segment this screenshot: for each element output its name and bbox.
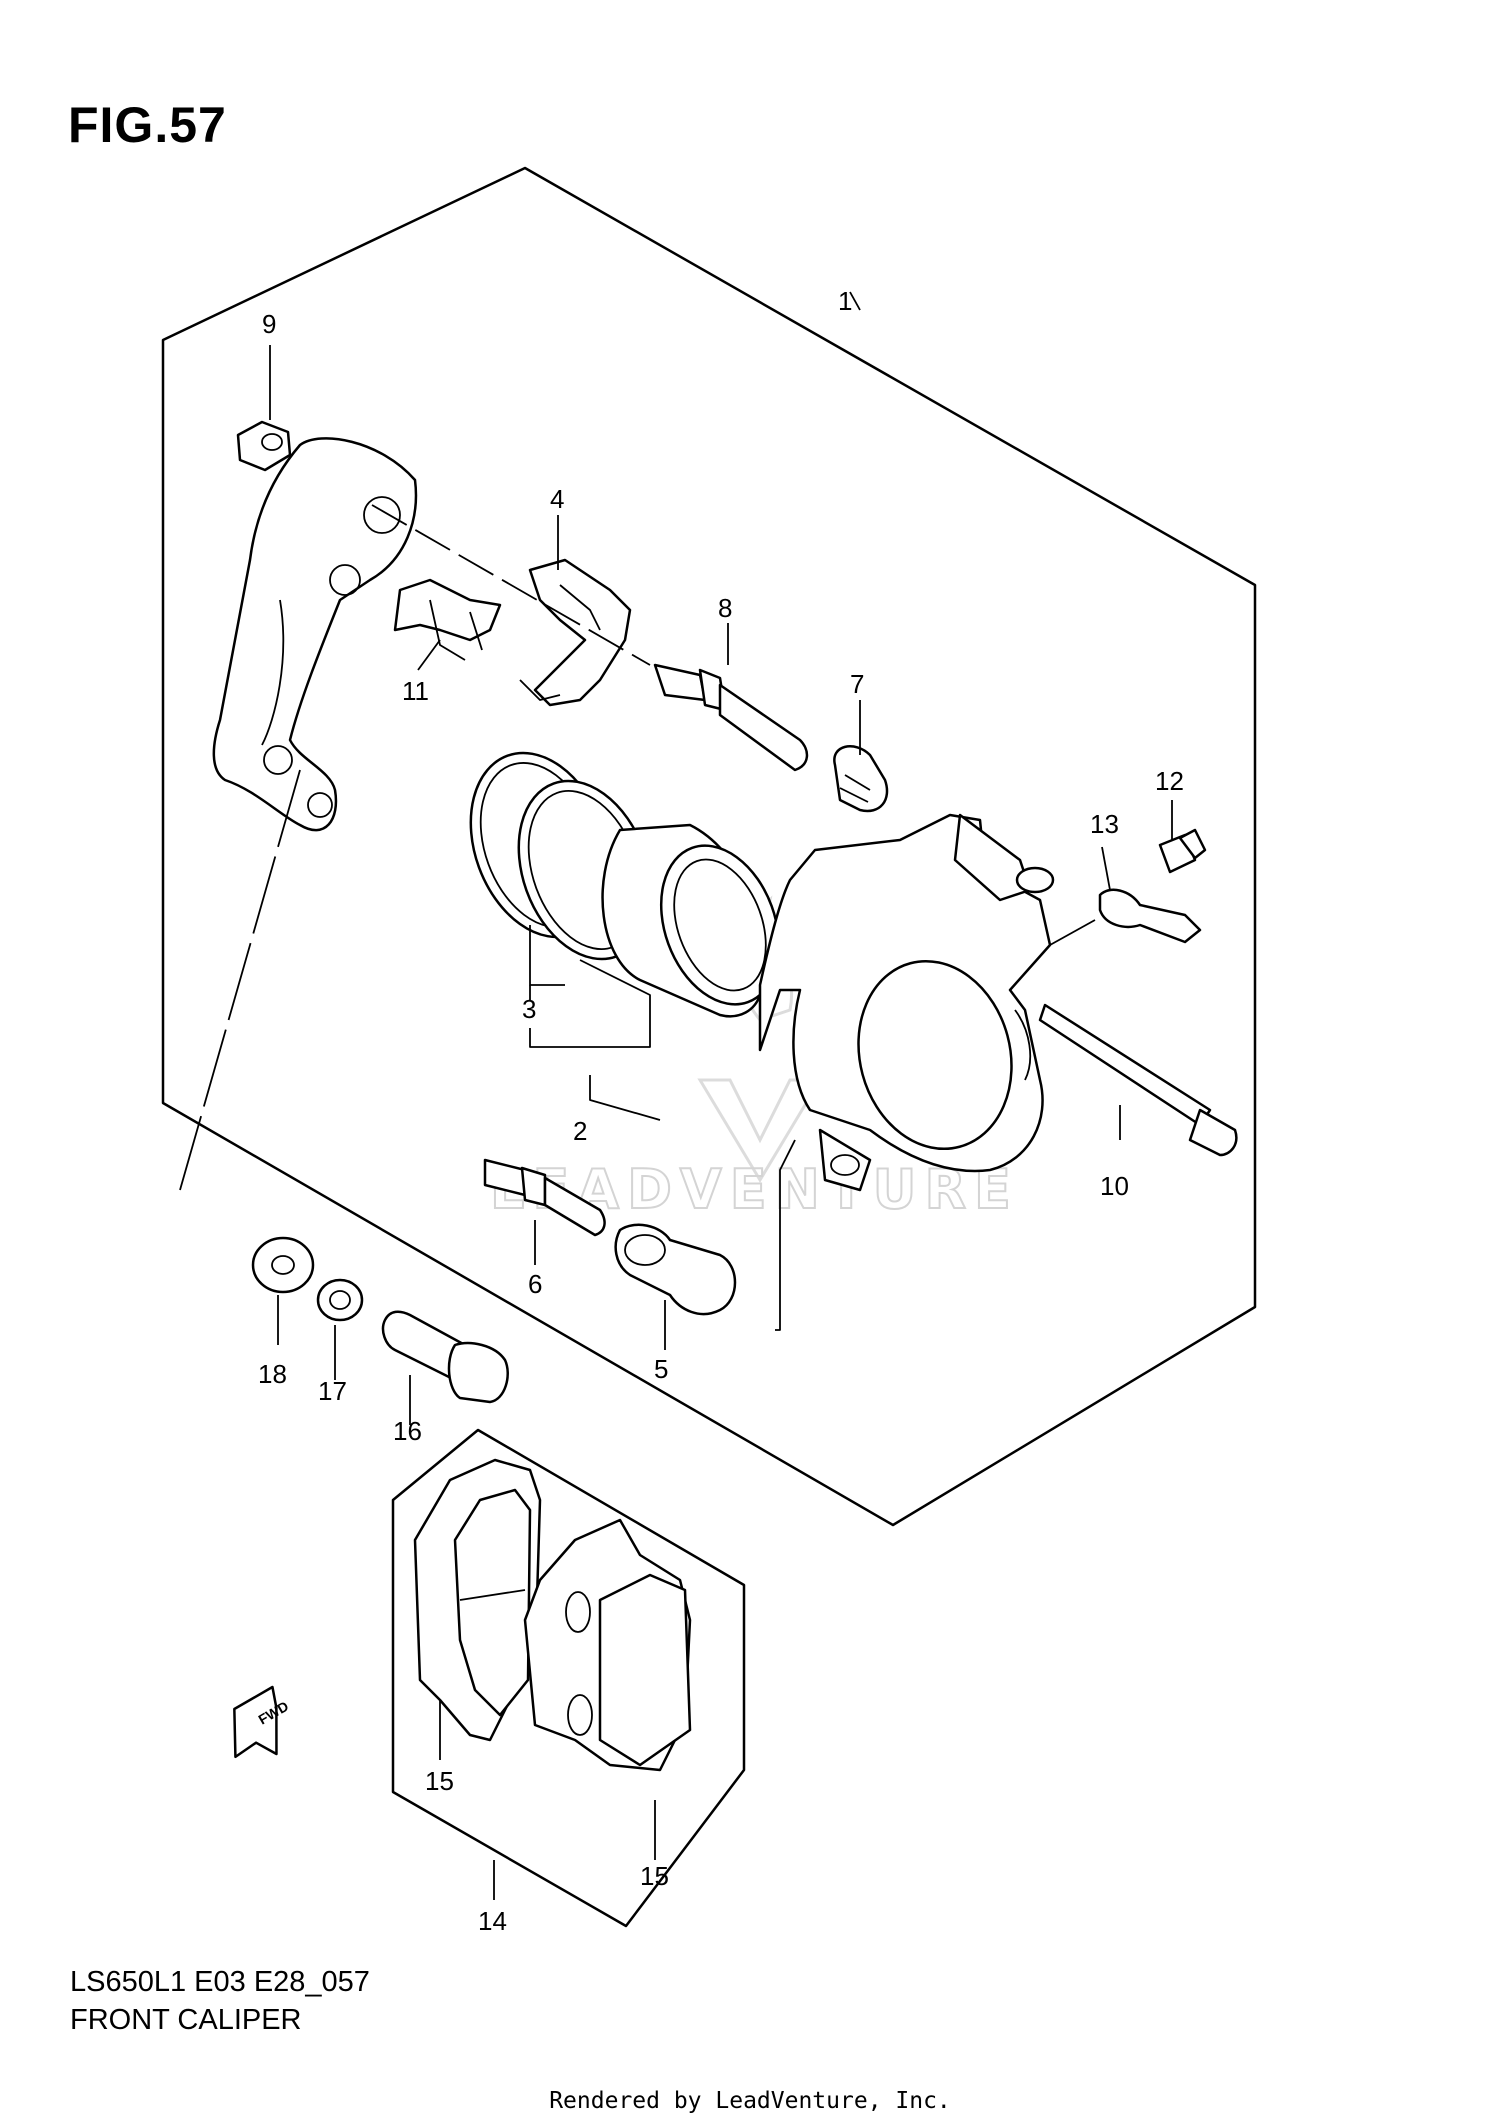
callout-11: 11 (402, 676, 429, 706)
pad-retainer-4 (519, 558, 632, 707)
nut-9 (236, 420, 292, 472)
boot-7 (833, 745, 889, 813)
caliper-assembly-boundary (161, 166, 1257, 1527)
callout-4: 4 (550, 484, 564, 514)
bleeder-12 (1158, 828, 1207, 874)
callout-13: 13 (1090, 809, 1119, 839)
piston-2 (601, 823, 781, 1018)
washer-18 (251, 1236, 315, 1294)
washer-17 (316, 1278, 364, 1322)
forward-direction-arrow: FWD (233, 1685, 291, 1759)
figure-title: FIG.57 (68, 97, 227, 153)
callout-1: 1 (838, 286, 852, 316)
caliper-bracket (212, 437, 418, 832)
callout-6: 6 (528, 1269, 542, 1299)
brake-pad-15-right (523, 1518, 692, 1772)
callout-labels: 1 9 4 8 7 11 12 13 3 2 10 6 5 18 17 16 1… (258, 286, 1184, 1936)
callout-2: 2 (573, 1116, 587, 1146)
bolt-10 (1038, 1003, 1238, 1157)
pad-set-boundary (391, 1428, 746, 1928)
pad-spring-11 (393, 578, 502, 661)
assembly-axis (371, 504, 651, 666)
callout-9: 9 (262, 309, 276, 339)
cap-13 (1098, 888, 1202, 944)
callout-18: 18 (258, 1359, 287, 1389)
callout-8: 8 (718, 593, 732, 623)
boot-5 (614, 1223, 737, 1316)
section-name: FRONT CALIPER (70, 2004, 302, 2036)
callout-15-left: 15 (425, 1766, 454, 1796)
callout-17: 17 (318, 1376, 347, 1406)
callout-7: 7 (850, 669, 864, 699)
callout-5: 5 (654, 1354, 668, 1384)
leader-lines (179, 291, 1173, 1900)
callout-14: 14 (478, 1906, 507, 1936)
slide-pin-6 (483, 1158, 606, 1237)
callout-12: 12 (1155, 766, 1184, 796)
callout-10: 10 (1100, 1171, 1129, 1201)
callout-15-right: 15 (640, 1861, 669, 1891)
slide-pin-8 (653, 663, 809, 772)
model-code: LS650L1 E03 E28_057 (70, 1966, 370, 1998)
rendered-by-credit: Rendered by LeadVenture, Inc. (549, 2088, 951, 2114)
caliper-body (758, 813, 1055, 1192)
bolt-16 (381, 1310, 509, 1404)
callout-3: 3 (522, 994, 536, 1024)
callout-16: 16 (393, 1416, 422, 1446)
brake-pad-15-left (413, 1458, 542, 1742)
